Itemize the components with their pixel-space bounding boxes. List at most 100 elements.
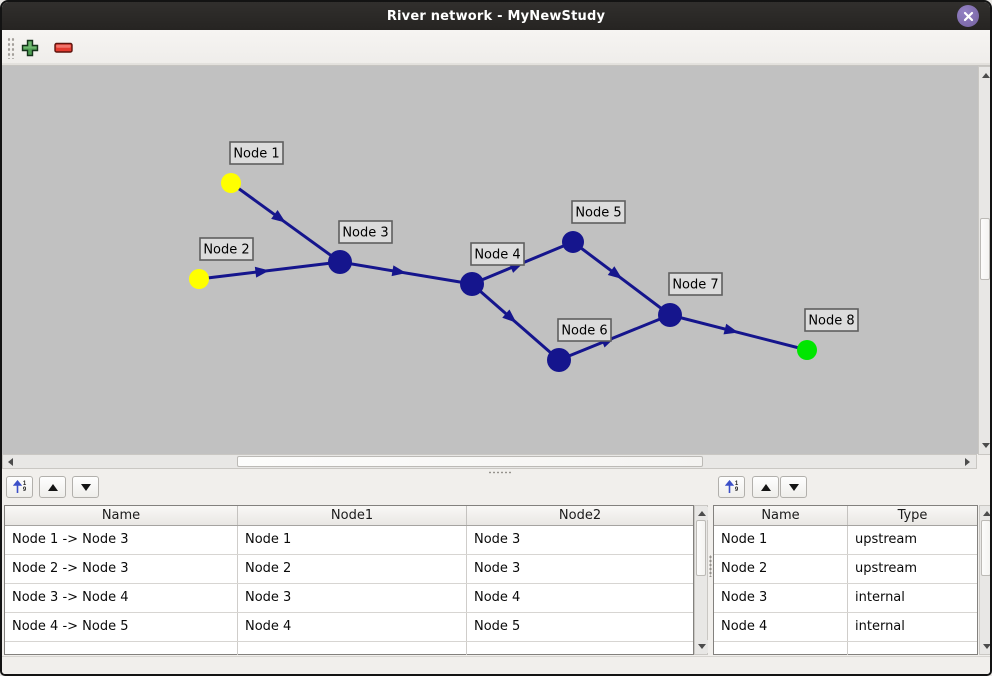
cell-name[interactable]: Node 3 [714,584,848,612]
right-move-down-button[interactable] [780,476,807,498]
cell-type[interactable]: upstream [855,561,918,576]
cell-node2[interactable]: Node 3 [474,532,521,547]
node-label-box[interactable] [804,308,859,332]
cell-name[interactable]: Node 2 -> Node 3 [5,555,238,583]
left-move-up-button[interactable] [39,476,66,498]
node-label-box[interactable] [557,318,612,342]
cell-name[interactable]: Node 3 -> Node 4 [5,584,238,612]
cell-name[interactable]: Node 1 -> Node 3 [5,526,238,554]
node-label-box[interactable] [229,141,284,165]
right-move-up-button[interactable] [752,476,779,498]
scroll-up-button[interactable] [980,507,990,520]
column-header-node2[interactable]: Node2 [558,508,602,523]
node-label-box[interactable] [199,237,254,261]
vertical-scroll-thumb[interactable] [980,218,990,280]
close-button[interactable] [957,5,979,27]
cell-name[interactable]: Node 4 -> Node 5 [5,613,238,641]
cell-name[interactable]: Node 1 [714,526,848,554]
table-row-partial[interactable] [5,642,693,655]
triangle-down-icon [80,483,91,491]
nodes-table-scrollbar[interactable] [979,505,990,655]
arrow-up-icon [982,511,990,516]
table-row[interactable]: Node 1 -> Node 3 Node 1 Node 3 [5,526,693,555]
table-row[interactable]: Node 2 upstream [714,555,977,584]
scroll-right-button[interactable] [961,455,974,468]
column-header-node1[interactable]: Node1 [238,506,467,525]
table-row[interactable]: Node 4 -> Node 5 Node 4 Node 5 [5,613,693,642]
horizontal-scroll-thumb[interactable] [237,456,703,467]
node-node7[interactable] [658,303,682,327]
canvas-vertical-scrollbar[interactable] [978,66,990,455]
node-label-box[interactable] [571,200,626,224]
vertical-scroll-thumb[interactable] [981,520,990,576]
node-node5[interactable] [562,231,584,253]
canvas-table-splitter[interactable] [2,469,990,477]
scroll-down-button[interactable] [979,439,990,452]
node-label: Node 8 [808,314,854,329]
cell-type[interactable]: internal [855,619,905,634]
table-row[interactable]: Node 3 internal [714,584,977,613]
cell-node2[interactable]: Node 3 [474,561,521,576]
node-label: Node 1 [233,147,279,162]
cell-node1[interactable]: Node 3 [238,584,467,612]
edge-arrow-icon [254,266,270,278]
cell-type[interactable]: upstream [855,532,918,547]
node-node1[interactable] [221,173,241,193]
table-row-partial[interactable] [714,642,977,655]
table-row[interactable]: Node 1 upstream [714,526,977,555]
node-node2[interactable] [189,269,209,289]
cell-name[interactable]: Node 2 [714,555,848,583]
arrow-left-icon [8,457,13,466]
scroll-up-button[interactable] [695,507,708,520]
cell-type[interactable]: internal [855,590,905,605]
table-row[interactable]: Node 2 -> Node 3 Node 2 Node 3 [5,555,693,584]
node-label-box[interactable] [668,272,723,296]
scroll-up-button[interactable] [979,69,990,82]
edge-arrow-icon [391,265,407,277]
remove-node-button[interactable] [52,36,76,60]
close-icon [963,11,973,21]
table-row[interactable]: Node 4 internal [714,613,977,642]
scroll-down-button[interactable] [980,640,990,653]
resize-grip[interactable] [986,671,988,673]
toolbar-drag-handle[interactable] [7,37,15,59]
scroll-down-button[interactable] [695,640,708,653]
cell-name[interactable]: Node 4 [714,613,848,641]
titlebar[interactable]: River network - MyNewStudy [2,2,990,30]
add-node-button[interactable] [18,36,42,60]
node-label-box[interactable] [470,242,525,266]
vertical-scroll-thumb[interactable] [696,520,706,576]
column-header-name[interactable]: Name [714,506,848,525]
node-label-box[interactable] [338,220,393,244]
node-node6[interactable] [547,348,571,372]
cell-node1[interactable]: Node 1 [238,526,467,554]
node-node4[interactable] [460,272,484,296]
cell-node2[interactable]: Node 5 [474,619,521,634]
scroll-left-button[interactable] [4,455,17,468]
edge-node2-to-node3[interactable] [198,260,341,281]
edge-node7-to-node8[interactable] [669,313,808,352]
reaches-table-scrollbar[interactable] [694,505,708,655]
column-header-type[interactable]: Type [897,508,928,523]
node-node3[interactable] [328,250,352,274]
node-label: Node 3 [342,226,388,241]
cell-node2[interactable]: Node 4 [474,590,521,605]
triangle-down-icon [788,483,799,491]
node-node8[interactable] [797,340,817,360]
tables-splitter[interactable] [708,505,713,655]
cell-node1[interactable]: Node 4 [238,613,467,641]
cell-node1[interactable]: Node 2 [238,555,467,583]
canvas-horizontal-scrollbar[interactable] [2,454,977,469]
minus-icon [54,42,73,53]
left-move-down-button[interactable] [72,476,99,498]
plus-icon [21,39,39,57]
table-row[interactable]: Node 3 -> Node 4 Node 3 Node 4 [5,584,693,613]
node-label: Node 7 [672,278,718,293]
column-header-name[interactable]: Name [5,506,238,525]
window-title: River network - MyNewStudy [386,8,606,24]
